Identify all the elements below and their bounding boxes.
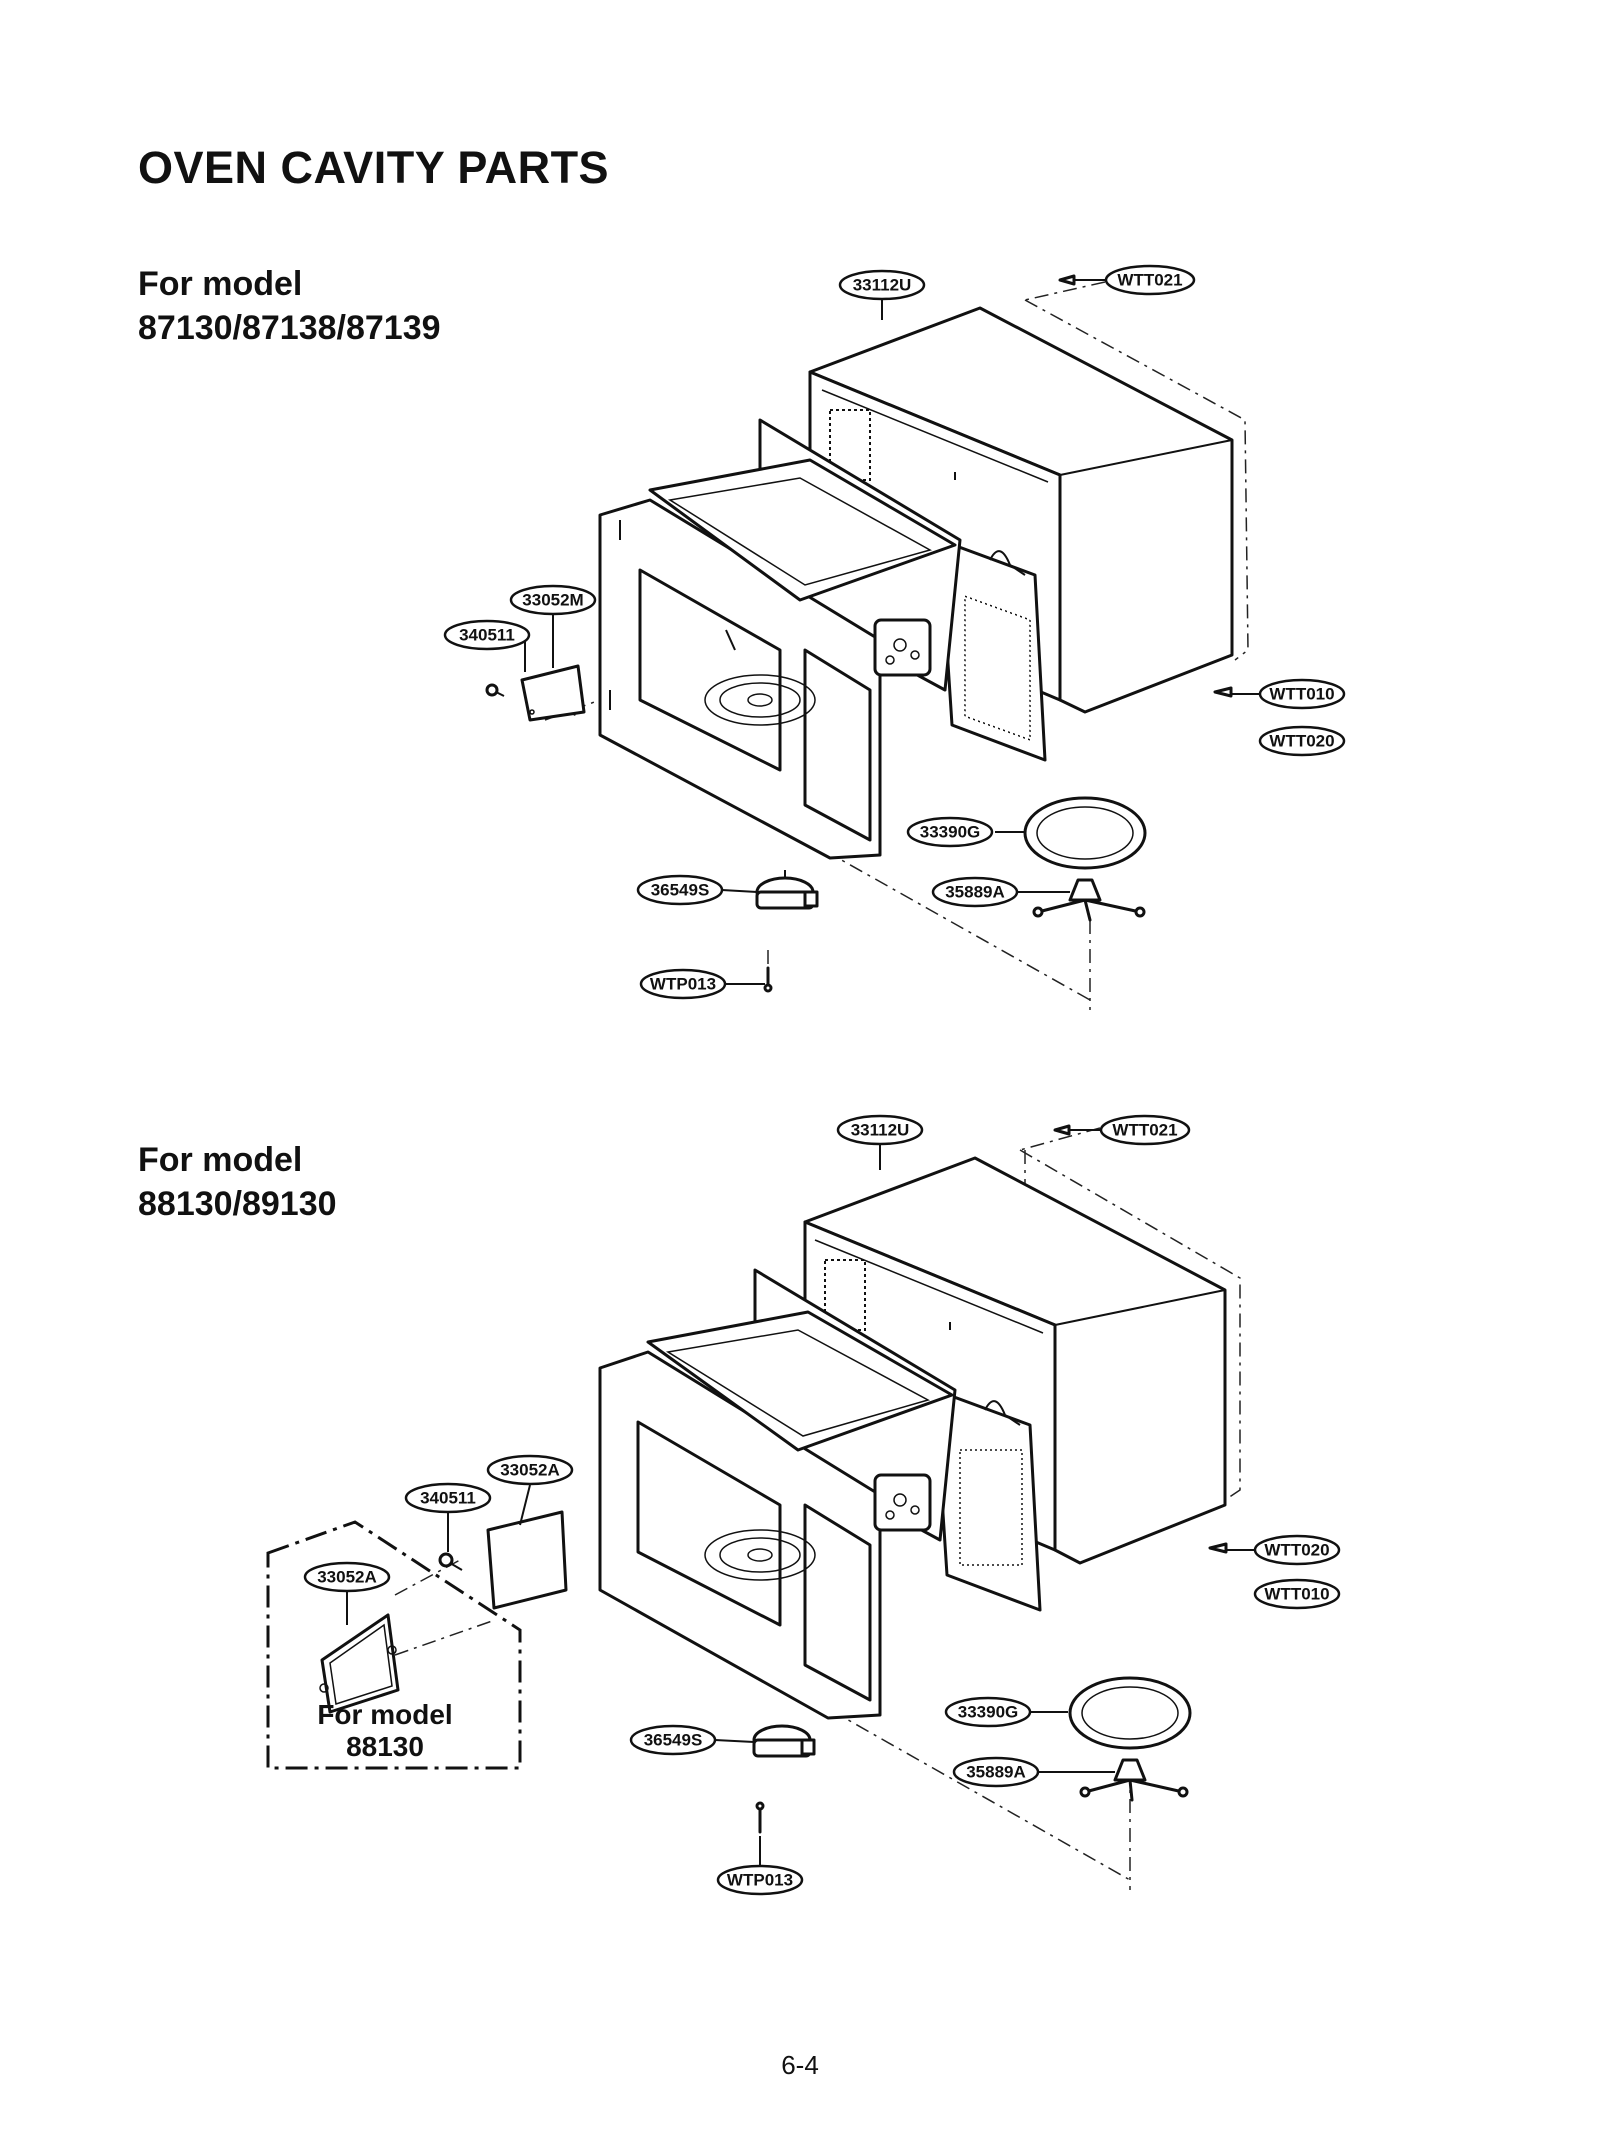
svg-text:33112U: 33112U bbox=[853, 276, 912, 295]
exploded-view-bottom: For model 88130 3 bbox=[266, 1114, 1341, 1896]
svg-text:33112U: 33112U bbox=[851, 1121, 910, 1140]
inset-label-line1: For model bbox=[317, 1699, 452, 1730]
screw-icon bbox=[755, 1801, 765, 1834]
svg-text:WTT020: WTT020 bbox=[1269, 732, 1334, 751]
inset-cover-plate bbox=[320, 1613, 400, 1714]
inset-label-line2: 88130 bbox=[346, 1731, 424, 1762]
screw-icon bbox=[763, 966, 773, 993]
part-label: WTT021 bbox=[1104, 264, 1196, 296]
part-label: 33052M bbox=[509, 584, 597, 616]
cover-plate bbox=[486, 1510, 568, 1610]
svg-text:33052A: 33052A bbox=[317, 1568, 377, 1587]
page-number: 6-4 bbox=[781, 2050, 819, 2080]
exploded-view-top: 33112U WTT021 33052M 340511 WTT010 WTT02… bbox=[443, 264, 1346, 1010]
model-numbers: 88130/89130 bbox=[138, 1185, 337, 1223]
leader-lines bbox=[346, 1144, 1115, 1865]
part-label: WTP013 bbox=[639, 968, 727, 1000]
vent-grille bbox=[824, 1259, 866, 1331]
svg-text:33390G: 33390G bbox=[958, 1703, 1019, 1722]
part-label: WTT021 bbox=[1099, 1114, 1191, 1146]
part-label: WTT010 bbox=[1258, 678, 1346, 710]
svg-text:WTT010: WTT010 bbox=[1264, 1585, 1329, 1604]
roller-guide bbox=[1032, 878, 1146, 922]
cavity-front-frame bbox=[598, 1268, 957, 1720]
part-label: 36549S bbox=[636, 874, 724, 906]
cover-plate bbox=[520, 664, 586, 722]
screw-icon bbox=[485, 683, 505, 697]
part-label: 340511 bbox=[443, 619, 531, 651]
screw-icon bbox=[1213, 686, 1262, 698]
turntable-motor bbox=[755, 870, 819, 910]
svg-text:36549S: 36549S bbox=[651, 881, 710, 900]
svg-text:33052M: 33052M bbox=[522, 591, 583, 610]
cavity-front-frame bbox=[598, 418, 962, 860]
part-label: 35889A bbox=[931, 876, 1019, 908]
model-heading-line1: For model bbox=[138, 265, 303, 303]
glass-tray bbox=[1068, 1676, 1192, 1750]
svg-text:33052A: 33052A bbox=[500, 1461, 560, 1480]
model-numbers: 87130/87138/87139 bbox=[138, 309, 441, 347]
svg-text:WTT021: WTT021 bbox=[1117, 271, 1182, 290]
screw-icon bbox=[1053, 1124, 1103, 1136]
part-label: 33390G bbox=[944, 1696, 1032, 1728]
model-heading-line1: For model bbox=[138, 1141, 303, 1179]
model-heading-top: For model 87130/87138/87139 bbox=[138, 262, 441, 350]
motor-mount-bracket bbox=[873, 618, 932, 677]
svg-text:WTP013: WTP013 bbox=[650, 975, 716, 994]
page-title: OVEN CAVITY PARTS bbox=[138, 142, 610, 193]
screw-icon bbox=[1058, 274, 1108, 286]
vent-grille bbox=[829, 409, 871, 481]
motor-mount-bracket bbox=[873, 1473, 932, 1532]
svg-text:WTT020: WTT020 bbox=[1264, 1541, 1329, 1560]
model-inset-box: For model 88130 bbox=[266, 1520, 522, 1770]
leader-lines bbox=[524, 297, 1070, 985]
part-label: 33390G bbox=[906, 816, 994, 848]
part-label: 33112U bbox=[836, 1114, 924, 1146]
cavity-side-plate bbox=[938, 538, 1047, 762]
part-label: 33112U bbox=[838, 269, 926, 301]
svg-text:340511: 340511 bbox=[459, 626, 515, 645]
svg-text:340511: 340511 bbox=[420, 1489, 476, 1508]
svg-text:WTT021: WTT021 bbox=[1112, 1121, 1177, 1140]
glass-tray bbox=[1023, 796, 1147, 870]
svg-text:35889A: 35889A bbox=[966, 1763, 1026, 1782]
part-label: 33052A bbox=[303, 1561, 391, 1593]
svg-text:WTP013: WTP013 bbox=[727, 1871, 793, 1890]
model-heading-bottom: For model 88130/89130 bbox=[138, 1138, 337, 1226]
screw-icon bbox=[438, 1552, 463, 1571]
part-label: 35889A bbox=[952, 1756, 1040, 1788]
svg-text:35889A: 35889A bbox=[945, 883, 1005, 902]
part-label: WTT020 bbox=[1253, 1534, 1341, 1566]
roller-guide bbox=[1079, 1758, 1189, 1802]
part-label: 33052A bbox=[486, 1454, 574, 1486]
svg-text:36549S: 36549S bbox=[644, 1731, 703, 1750]
svg-text:33390G: 33390G bbox=[920, 823, 981, 842]
screw-icon bbox=[1208, 1542, 1257, 1554]
turntable-motor bbox=[752, 1724, 816, 1758]
svg-text:WTT010: WTT010 bbox=[1269, 685, 1334, 704]
part-label: WTT020 bbox=[1258, 725, 1346, 757]
part-label: WTT010 bbox=[1253, 1578, 1341, 1610]
part-label: WTP013 bbox=[716, 1864, 804, 1896]
part-label: 340511 bbox=[404, 1482, 492, 1514]
part-label: 36549S bbox=[629, 1724, 717, 1756]
